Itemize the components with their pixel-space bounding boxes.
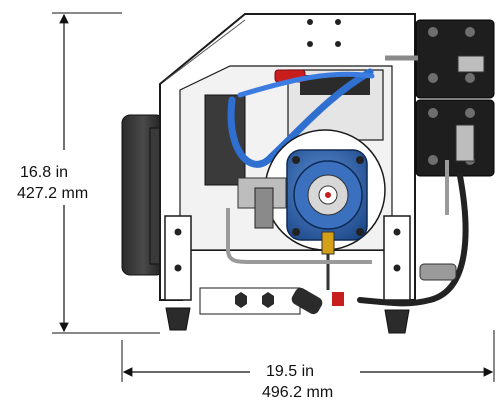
height-dimension	[52, 12, 160, 334]
compressor-illustration	[121, 13, 495, 334]
width-dimension	[121, 330, 495, 382]
width-label-metric: 496.2 mm	[262, 384, 334, 401]
left-valve-body	[254, 187, 274, 229]
height-label-imperial: 16.8 in	[20, 164, 69, 181]
right-black-hose	[357, 173, 469, 307]
left-foot	[165, 307, 191, 331]
blue-hose-2	[237, 71, 375, 98]
filter-block-bottom	[415, 99, 495, 177]
width-label-imperial: 19.5 in	[266, 363, 315, 380]
frame-top-edge	[165, 19, 246, 81]
filter-block-top	[415, 19, 495, 99]
blue-hose	[227, 68, 374, 168]
height-label-metric: 427.2 mm	[17, 185, 89, 202]
top-mounting-holes	[307, 19, 341, 47]
left-leg-holes	[174, 228, 182, 272]
right-foot	[384, 309, 410, 334]
pump-drain-valve	[321, 231, 335, 255]
steel-tube	[226, 208, 372, 264]
right-leg-holes	[393, 228, 401, 272]
bottom-fittings	[199, 287, 344, 315]
internal-valve-block	[204, 94, 246, 186]
blue-pump	[286, 149, 368, 241]
right-outlet-fitting	[419, 263, 457, 281]
